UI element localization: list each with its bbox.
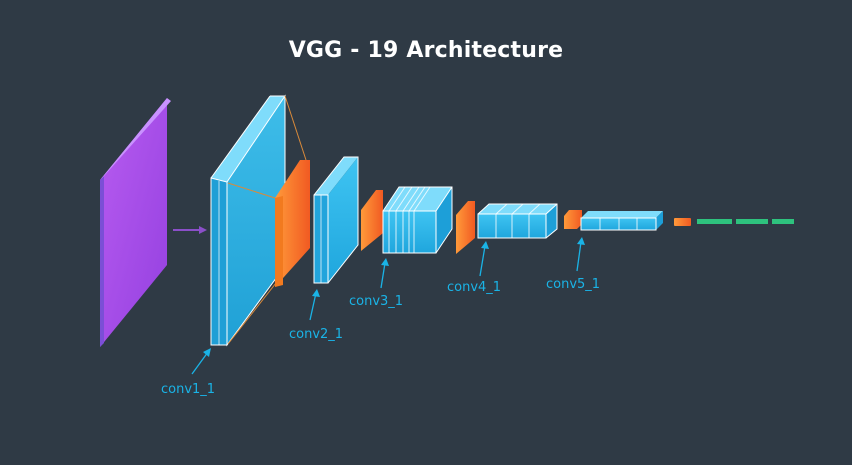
diagram-title: VGG - 19 Architecture xyxy=(288,38,564,63)
pool-block-1 xyxy=(275,160,310,287)
conv-block-4 xyxy=(477,203,558,239)
label-conv1-1: conv1_1 xyxy=(161,382,215,397)
pool-block-4 xyxy=(564,210,582,229)
label-conv5-1: conv5_1 xyxy=(546,277,600,292)
input-image-layer xyxy=(100,98,171,347)
pool-block-5 xyxy=(674,218,691,226)
label-conv3-1: conv3_1 xyxy=(349,294,403,309)
fully-connected-layers xyxy=(697,219,794,224)
pool-block-2 xyxy=(361,190,383,251)
conv-block-3 xyxy=(382,186,453,254)
connection-lines xyxy=(227,95,307,345)
conv-block-2 xyxy=(313,156,359,284)
conv-block-5 xyxy=(580,211,663,231)
label-conv4-1: conv4_1 xyxy=(447,280,501,295)
label-conv2-1: conv2_1 xyxy=(289,327,343,342)
label-arrows xyxy=(191,237,585,375)
pool-block-3 xyxy=(456,201,475,254)
input-arrow xyxy=(173,226,207,234)
conv-block-1 xyxy=(210,94,286,347)
